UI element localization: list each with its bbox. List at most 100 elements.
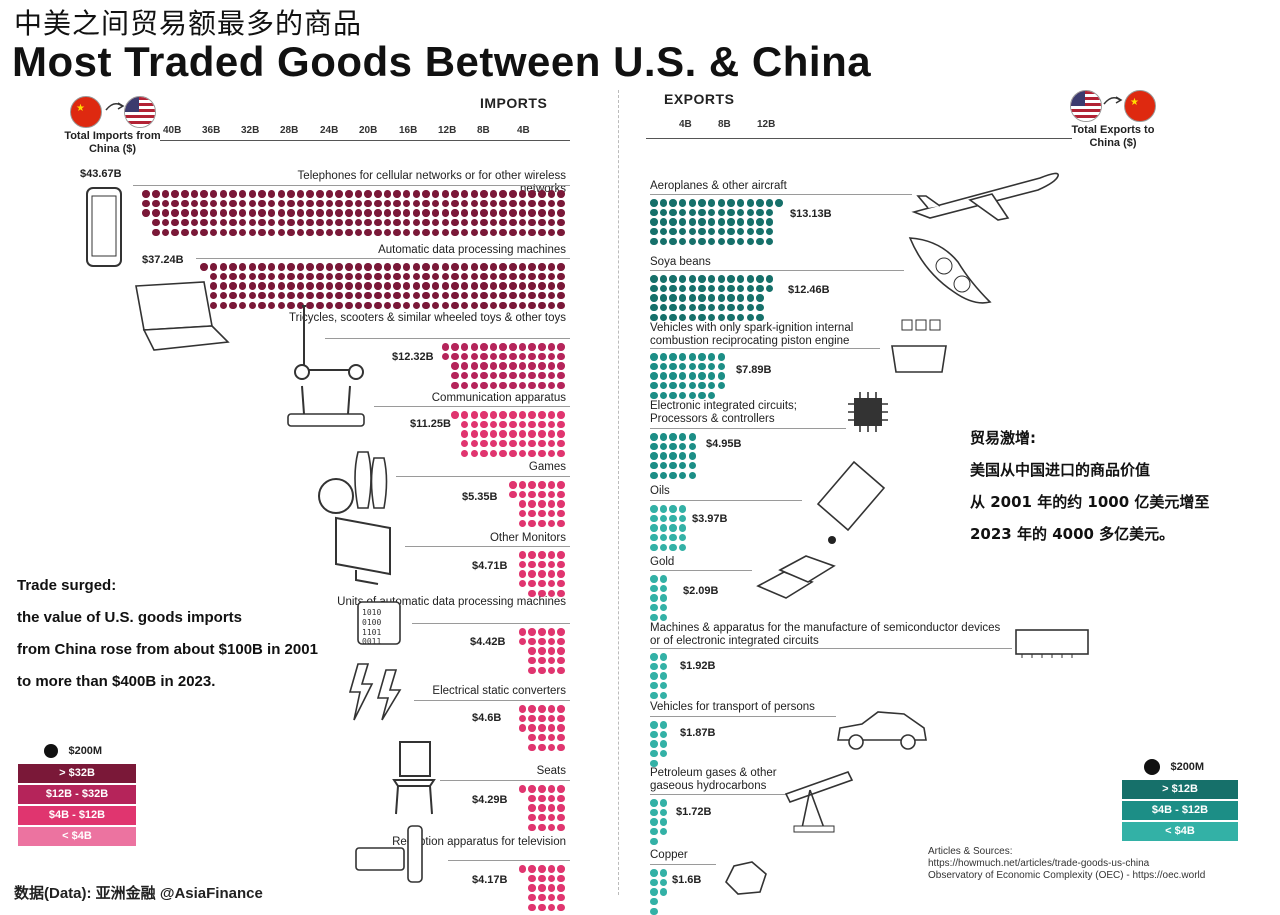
dot (557, 519, 565, 528)
dot (538, 218, 546, 227)
dot (499, 411, 507, 419)
dot (383, 209, 392, 217)
dot (650, 594, 658, 602)
dot (345, 272, 353, 281)
dot (509, 291, 517, 300)
dot (229, 190, 237, 198)
dot (258, 263, 266, 271)
dot (538, 794, 546, 803)
tick-label: 28B (280, 125, 299, 136)
dot (335, 263, 343, 271)
row-rule (650, 864, 716, 865)
value-label: $2.09B (683, 585, 719, 597)
dot (650, 471, 658, 480)
tick-label: 20B (359, 125, 378, 136)
dot (509, 439, 517, 448)
dot (354, 228, 363, 237)
dot (460, 199, 469, 208)
dot (650, 575, 658, 583)
category-label: Tricycles, scooters & similar wheeled to… (289, 312, 566, 324)
dot (171, 218, 179, 227)
laptop-icon (135, 281, 230, 351)
center-divider (618, 90, 620, 895)
dot (557, 743, 565, 752)
tick-label: 36B (202, 125, 221, 136)
tick-label: 12B (757, 119, 776, 130)
dot (480, 190, 488, 198)
dot (688, 353, 697, 361)
oil-barrel-icon (816, 460, 886, 544)
dot (451, 263, 459, 271)
dot (480, 449, 488, 458)
dot (678, 199, 687, 207)
dot (557, 903, 565, 912)
dot (470, 420, 478, 429)
value-label: $1.92B (680, 660, 716, 672)
dot (499, 190, 507, 198)
dot (470, 263, 478, 271)
soybean-icon (908, 237, 992, 304)
dot (209, 199, 218, 208)
dot (489, 371, 498, 380)
dot (538, 865, 546, 873)
dot (557, 190, 565, 198)
dot (460, 411, 469, 419)
dot (557, 570, 565, 578)
dot (431, 199, 440, 208)
source-link[interactable]: https://howmuch.net/articles/trade-goods… (928, 858, 1150, 869)
dot (499, 362, 507, 370)
dot (736, 208, 745, 217)
dot (528, 228, 536, 237)
dot (181, 199, 189, 208)
dot (489, 228, 498, 237)
dot (354, 282, 363, 290)
row-rule (414, 700, 570, 701)
dot (669, 391, 677, 400)
dot (547, 500, 556, 508)
dot (402, 209, 411, 217)
dot (277, 209, 285, 217)
dot (480, 301, 488, 310)
dot (518, 263, 527, 271)
dot (659, 869, 668, 877)
dot (509, 411, 517, 419)
dot (460, 439, 469, 448)
dot (650, 759, 658, 768)
dot (287, 263, 295, 271)
dot (650, 237, 658, 246)
dot (650, 584, 658, 593)
annotation-line: 2023 年的 4000 多亿美元。 (970, 525, 1175, 543)
dot (509, 272, 517, 281)
source-link[interactable]: Observatory of Economic Complexity (OEC)… (928, 870, 1206, 881)
tick-label: 40B (163, 125, 182, 136)
dot (287, 228, 295, 237)
row-rule (650, 348, 880, 349)
dot (480, 411, 488, 419)
tv-receiver-icon (355, 825, 423, 883)
dot (441, 218, 450, 227)
dot (528, 813, 536, 822)
tick-label: 8B (718, 119, 731, 130)
dot (659, 313, 668, 322)
dot (688, 199, 697, 207)
dot (528, 589, 536, 598)
exports-legend: $200M > $12B $4B - $12B < $4B (1122, 758, 1238, 843)
dot (528, 705, 536, 713)
dot (538, 291, 546, 300)
dot (547, 381, 556, 390)
dot (287, 218, 295, 227)
dot (238, 228, 247, 237)
dot (547, 371, 556, 380)
dot (669, 442, 677, 451)
dot (746, 313, 754, 322)
dot (659, 721, 668, 729)
dot (393, 199, 401, 208)
value-label: $1.87B (680, 727, 716, 739)
dot (470, 352, 478, 361)
dot (528, 371, 536, 380)
dot (678, 208, 687, 217)
row-rule (650, 194, 912, 195)
dot (460, 362, 469, 370)
dot (296, 272, 305, 281)
dot (200, 199, 208, 208)
